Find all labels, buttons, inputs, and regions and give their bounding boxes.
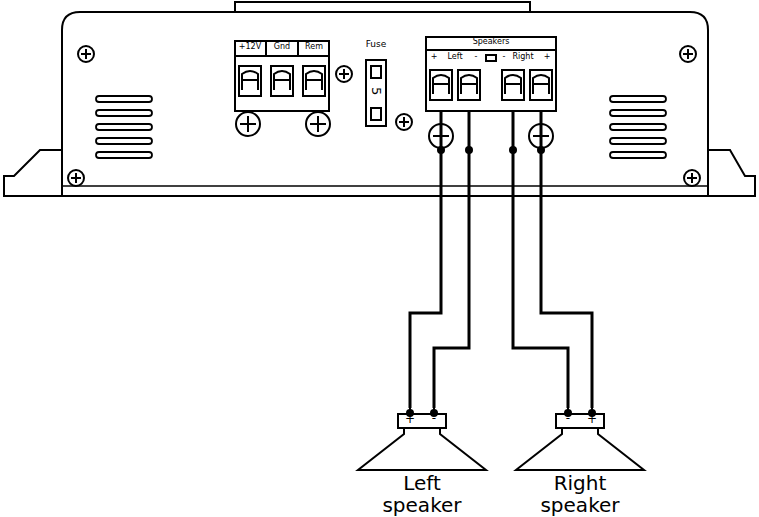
polarity-mark: - — [562, 412, 574, 425]
fuse-outline — [352, 38, 400, 130]
polarity-mark: + — [404, 413, 416, 426]
terminal-label: +12V — [234, 43, 266, 52]
speaker-label: Left speaker — [362, 472, 482, 516]
terminal-label: Rem — [298, 43, 330, 52]
speaker-terminal-block: Speakers+Left--Right+ — [425, 36, 557, 112]
speaker-terminal-block-outline — [425, 36, 557, 112]
polarity-mark: + — [428, 53, 440, 62]
fuse: Fuse 5 — [352, 38, 400, 130]
polarity-mark: - — [428, 412, 440, 425]
speaker-wire — [410, 112, 441, 408]
wire-joint — [509, 146, 517, 154]
wire-joint — [437, 146, 445, 154]
right-speaker: -+ Right speaker — [510, 408, 650, 514]
speaker-wire — [434, 112, 469, 408]
block-heading: Speakers — [425, 38, 557, 47]
polarity-mark: + — [541, 53, 553, 62]
speaker-wire — [541, 112, 592, 408]
polarity-mark: - — [471, 53, 481, 62]
left-speaker: +- Left speaker — [352, 408, 492, 514]
fuse-rating: 5 — [369, 81, 383, 101]
fuse-label: Fuse — [352, 40, 400, 50]
polarity-mark: + — [586, 413, 598, 426]
polarity-mark: - — [499, 53, 509, 62]
terminal-label: Gnd — [266, 43, 298, 52]
wire-joint — [537, 146, 545, 154]
power-terminal-block: +12VGndRem — [234, 40, 330, 112]
wire-joint — [465, 146, 473, 154]
channel-label: Right — [509, 53, 537, 62]
speaker-label: Right speaker — [520, 472, 640, 516]
channel-label: Left — [442, 53, 468, 62]
